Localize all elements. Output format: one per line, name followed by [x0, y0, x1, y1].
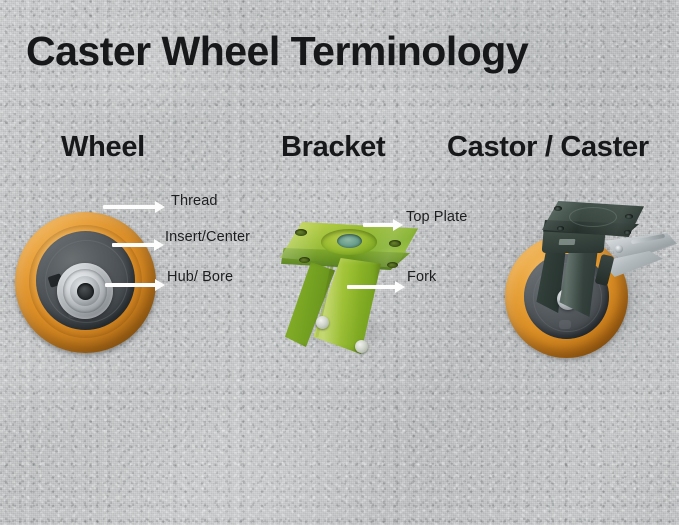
wheel-core-ring — [45, 240, 128, 323]
bracket-bolt-hole — [295, 229, 307, 236]
arrow-head-icon — [395, 281, 405, 293]
callout-arrow-top-plate — [363, 219, 403, 231]
arrow-shaft — [103, 205, 156, 209]
caster-bolt-hole — [554, 206, 562, 211]
caster-assembly-photo — [497, 193, 679, 369]
caster-brake-bolt — [615, 245, 623, 253]
callout-label-thread: Thread — [171, 193, 218, 209]
arrow-head-icon — [155, 279, 165, 291]
arrow-head-icon — [393, 219, 403, 231]
callout-arrow-fork — [347, 281, 405, 293]
callout-label-insert-center: Insert/Center — [165, 229, 251, 245]
callout-arrow-thread — [103, 201, 165, 213]
arrow-head-icon — [155, 201, 165, 213]
section-heading-caster: Castor / Caster — [447, 131, 649, 163]
bracket-swivel-center-hole — [337, 234, 362, 248]
section-heading-wheel: Wheel — [61, 131, 145, 163]
arrow-head-icon — [154, 239, 164, 251]
section-heading-bracket: Bracket — [281, 131, 386, 163]
caster-brand-emboss — [558, 239, 576, 245]
callout-arrow-hub-bore — [105, 279, 165, 291]
caster-wheel-core-emboss — [559, 320, 571, 329]
callout-label-top-plate: Top Plate — [406, 209, 468, 225]
wheel-hub-bore — [77, 283, 94, 300]
bracket-bolt-hole — [387, 262, 398, 268]
wheel-photo — [12, 207, 162, 359]
callout-label-fork: Fork — [407, 269, 437, 285]
caster-swivel-ring — [569, 207, 617, 227]
caster-bolt-hole — [557, 226, 564, 231]
caster-bolt-hole — [624, 230, 631, 235]
arrow-shaft — [105, 283, 156, 287]
bracket-photo — [275, 218, 440, 363]
arrow-shaft — [363, 223, 394, 227]
bracket-bolt-hole — [299, 257, 310, 263]
bracket-axle-hole — [316, 316, 329, 329]
arrow-shaft — [347, 285, 396, 289]
page-title: Caster Wheel Terminology — [26, 28, 529, 74]
callout-label-hub-bore: Hub/ Bore — [167, 269, 234, 285]
callout-arrow-insert-center — [112, 239, 164, 251]
caster-top-plate-edge — [543, 220, 640, 236]
arrow-shaft — [112, 243, 155, 247]
caster-bolt-hole — [625, 214, 633, 219]
bracket-bolt-hole — [389, 240, 401, 247]
bracket-axle-hole — [355, 340, 368, 353]
